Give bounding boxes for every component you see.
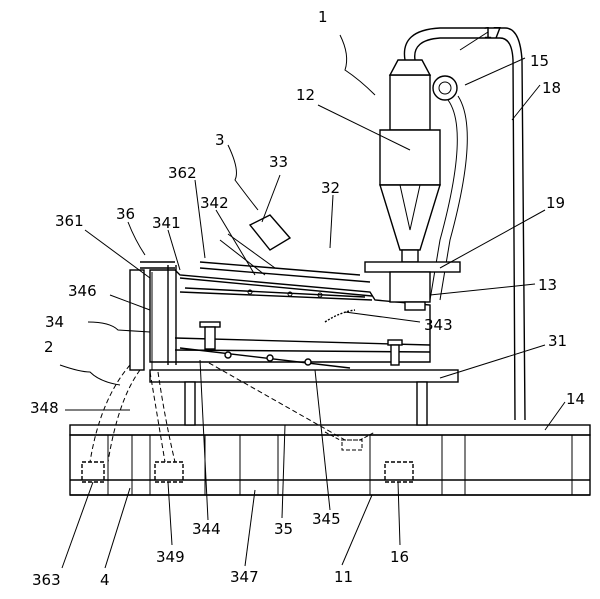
label-347: 347	[230, 568, 259, 586]
feed-hopper	[199, 214, 371, 283]
label-12: 12	[296, 86, 315, 104]
leader-lines	[59, 31, 566, 569]
label-4: 4	[100, 571, 110, 589]
label-32: 32	[321, 179, 340, 197]
label-34: 34	[45, 313, 64, 331]
label-1: 1	[318, 8, 328, 26]
label-349: 349	[156, 548, 185, 566]
label-341: 341	[152, 214, 181, 232]
label-19: 19	[546, 194, 565, 212]
label-3: 3	[215, 131, 225, 149]
label-2: 2	[44, 338, 54, 356]
label-343: 343	[424, 316, 453, 334]
label-15: 15	[530, 52, 549, 70]
label-13: 13	[538, 276, 557, 294]
label-348: 348	[30, 399, 59, 417]
base-frame	[69, 424, 591, 496]
label-31: 31	[548, 332, 567, 350]
label-362: 362	[168, 164, 197, 182]
label-363: 363	[32, 571, 61, 589]
label-346: 346	[68, 282, 97, 300]
label-16: 16	[390, 548, 409, 566]
label-17: 17	[483, 24, 502, 42]
pipe-35	[194, 354, 346, 441]
label-11: 11	[334, 568, 353, 586]
label-36: 36	[116, 205, 135, 223]
vibrating-screen-body	[129, 261, 431, 371]
label-361: 361	[55, 212, 84, 230]
support-table	[149, 369, 459, 426]
reference-labels: 1 17 15 18 12 3 33 32 362 342 361 36 341…	[30, 8, 585, 589]
collection-hopper	[324, 431, 376, 451]
label-342: 342	[200, 194, 229, 212]
cyclone-separator	[379, 27, 526, 421]
label-344: 344	[192, 520, 221, 538]
cyclone-platform	[364, 261, 461, 311]
label-14: 14	[566, 390, 585, 408]
label-18: 18	[542, 79, 561, 97]
label-33: 33	[269, 153, 288, 171]
label-35: 35	[274, 520, 293, 538]
label-345: 345	[312, 510, 341, 528]
drain-pipes	[89, 364, 176, 463]
